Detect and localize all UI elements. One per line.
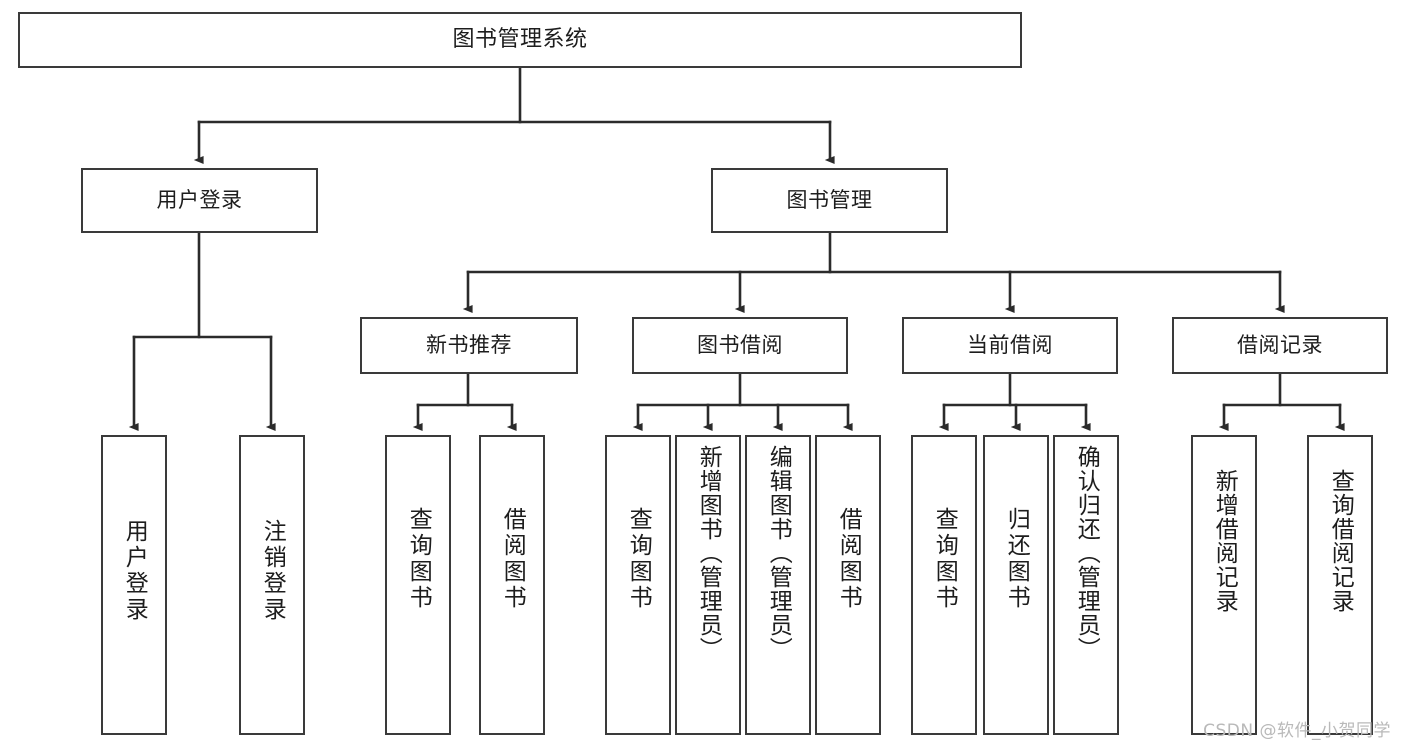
node-label: 借阅图书 bbox=[835, 507, 862, 611]
node-book-management[interactable]: 图书管理 bbox=[711, 168, 948, 233]
node-label: 图书管理系统 bbox=[452, 27, 588, 53]
leaf-query-borrow-record[interactable]: 查询借阅记录 bbox=[1307, 435, 1373, 735]
node-current-borrowing[interactable]: 当前借阅 bbox=[902, 317, 1118, 374]
node-label: 图书管理 bbox=[786, 188, 873, 213]
node-book-borrowing[interactable]: 图书借阅 bbox=[632, 317, 848, 374]
node-label: 借阅图书 bbox=[499, 507, 526, 611]
node-label: 查询借阅记录 bbox=[1327, 469, 1354, 613]
leaf-query-book-recommend[interactable]: 查询图书 bbox=[385, 435, 451, 735]
leaf-edit-book-admin[interactable]: 编辑图书（管理员） bbox=[745, 435, 811, 735]
leaf-add-borrow-record[interactable]: 新增借阅记录 bbox=[1191, 435, 1257, 735]
node-root-system[interactable]: 图书管理系统 bbox=[18, 12, 1022, 68]
node-label: 当前借阅 bbox=[967, 333, 1053, 358]
node-label: 用户登录 bbox=[121, 519, 148, 623]
leaf-return-book[interactable]: 归还图书 bbox=[983, 435, 1049, 735]
node-label: 图书借阅 bbox=[697, 333, 783, 358]
node-borrowing-record[interactable]: 借阅记录 bbox=[1172, 317, 1388, 374]
leaf-query-book-borrow[interactable]: 查询图书 bbox=[605, 435, 671, 735]
node-label: 确认归还（管理员） bbox=[1073, 445, 1100, 661]
node-label: 编辑图书（管理员） bbox=[765, 445, 792, 661]
node-label: 注销登录 bbox=[259, 519, 286, 623]
node-label: 查询图书 bbox=[405, 507, 432, 611]
node-label: 新书推荐 bbox=[426, 333, 512, 358]
node-label: 归还图书 bbox=[1003, 507, 1030, 611]
node-label: 新增借阅记录 bbox=[1211, 469, 1238, 613]
node-user-login[interactable]: 用户登录 bbox=[81, 168, 318, 233]
node-new-book-recommendation[interactable]: 新书推荐 bbox=[360, 317, 578, 374]
leaf-borrow-book-recommend[interactable]: 借阅图书 bbox=[479, 435, 545, 735]
leaf-query-book-current[interactable]: 查询图书 bbox=[911, 435, 977, 735]
leaf-borrow-book[interactable]: 借阅图书 bbox=[815, 435, 881, 735]
leaf-user-logout[interactable]: 注销登录 bbox=[239, 435, 305, 735]
watermark: CSDN @软件_小贺同学 bbox=[1203, 721, 1391, 741]
node-label: 用户登录 bbox=[156, 188, 243, 213]
node-label: 新增图书（管理员） bbox=[695, 445, 722, 661]
node-label: 借阅记录 bbox=[1237, 333, 1323, 358]
node-label: 查询图书 bbox=[931, 507, 958, 611]
node-label: 查询图书 bbox=[625, 507, 652, 611]
leaf-add-book-admin[interactable]: 新增图书（管理员） bbox=[675, 435, 741, 735]
leaf-user-login[interactable]: 用户登录 bbox=[101, 435, 167, 735]
leaf-confirm-return-admin[interactable]: 确认归还（管理员） bbox=[1053, 435, 1119, 735]
